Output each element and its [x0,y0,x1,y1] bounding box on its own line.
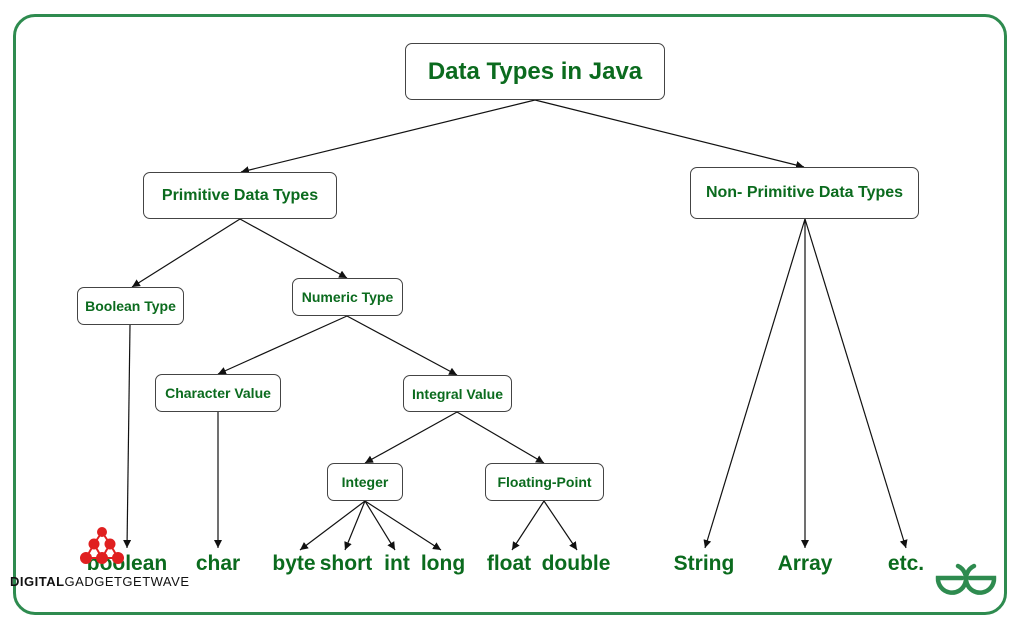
watermark-logo-icon [80,527,124,564]
node-boolean-type: Boolean Type [77,287,184,325]
leaf-float: float [486,552,532,575]
gfg-logo-icon [935,563,997,595]
edge-integer-byte [299,500,366,551]
leaf-etc: etc. [887,552,925,575]
edge-integer-short [344,500,366,551]
edge-floating-float [511,500,545,551]
node-primitive: Primitive Data Types [143,172,337,219]
edge-root-primitive [240,99,536,174]
edge-floating-double [543,500,578,551]
edge-numeric-integral [346,315,458,376]
edge-nonprimitive-etc [804,218,908,549]
edge-integer-int [364,500,396,551]
edge-primitive-numeric [239,218,348,279]
node-integer: Integer [327,463,403,501]
edge-nonprimitive-string [703,218,806,549]
leaf-double: double [541,552,611,575]
edge-integral-floating [456,411,545,464]
node-root: Data Types in Java [405,43,665,100]
edge-root-nonprimitive [534,99,805,169]
node-numeric-type: Numeric Type [292,278,403,316]
leaf-int: int [384,552,410,575]
edge-primitive-boolean [131,218,241,288]
leaf-char: char [195,552,241,575]
edge-boolean-leaf [123,324,132,549]
edge-integer-long [364,500,442,551]
edge-integral-integer [364,411,458,464]
node-non-primitive: Non- Primitive Data Types [690,167,919,219]
leaf-array: Array [777,552,833,575]
leaf-long: long [420,552,466,575]
leaf-string: String [673,552,735,575]
node-character-value: Character Value [155,374,281,412]
node-integral-value: Integral Value [403,375,512,412]
node-floating-point: Floating-Point [485,463,604,501]
leaf-short: short [319,552,373,575]
leaf-byte: byte [272,552,316,575]
edge-numeric-character [217,315,348,375]
watermark-text: DIGITALGADGETGETWAVE [10,574,190,589]
